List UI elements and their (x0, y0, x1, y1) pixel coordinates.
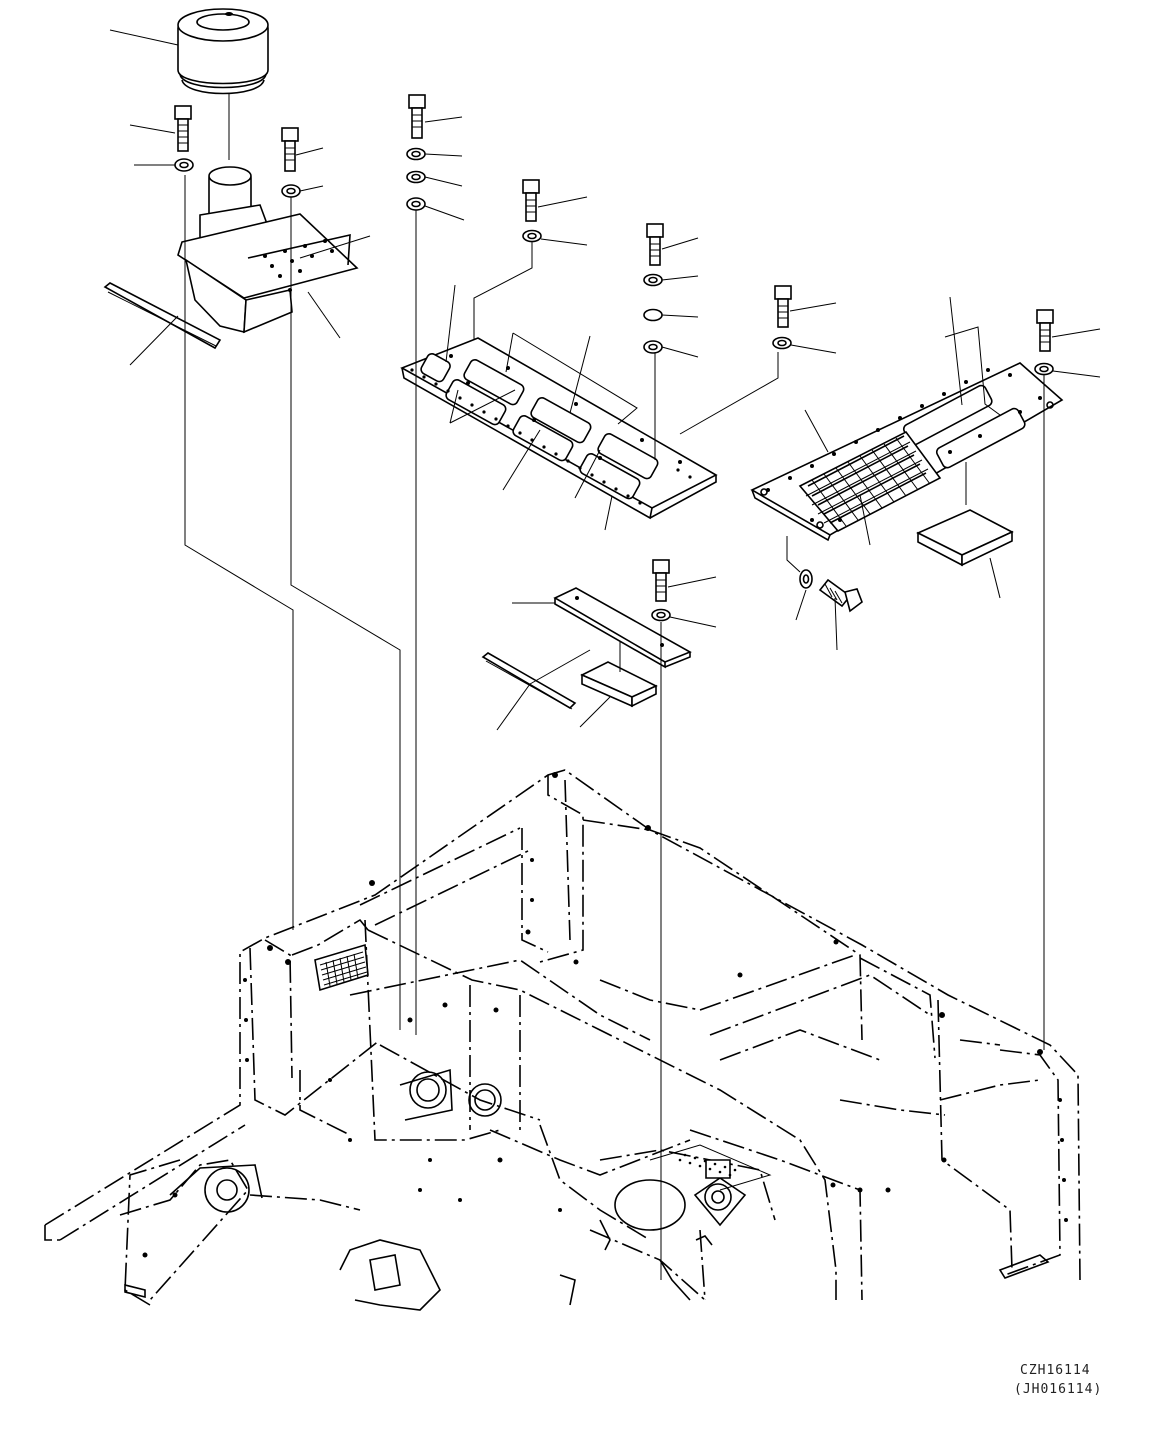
frame-bolts (142, 772, 1068, 1258)
bolt-right-1 (772, 285, 837, 354)
dotted-panel (649, 1144, 772, 1191)
grip-grid (798, 430, 942, 533)
seal-strip-middle (481, 649, 591, 731)
seal-strip-left (103, 282, 222, 366)
frame-rings (169, 1068, 502, 1213)
air-cleaner-bracket (177, 166, 371, 339)
bolt-center-3 (643, 223, 699, 460)
bolt-middle (651, 559, 717, 628)
frame-grille (314, 943, 369, 992)
frame-boss (124, 1219, 1050, 1311)
frame-tank-fitting (614, 1144, 772, 1231)
pad-right (916, 509, 1014, 599)
drawing-code: CZH16114 (1020, 1363, 1091, 1378)
cover-plate-middle (512, 587, 692, 669)
floor-plate-center (400, 284, 779, 531)
plate-dots (410, 354, 692, 505)
bolt-center-2 (473, 179, 588, 350)
bolt-right-2 (1034, 309, 1101, 378)
floor-plate-right (750, 296, 1064, 546)
assembly-centerlines (184, 175, 1045, 1280)
washer-and-bolt-bottom-right (786, 536, 863, 651)
drawing-alt-code: (JH016114) (1014, 1382, 1103, 1397)
machine-frame (44, 769, 1081, 1311)
precleaner-cap (109, 8, 269, 160)
center-bolt-stack (406, 94, 465, 221)
pad-middle (579, 642, 658, 728)
bolt-left-2 (281, 127, 324, 198)
bolt-left-1 (129, 105, 194, 172)
